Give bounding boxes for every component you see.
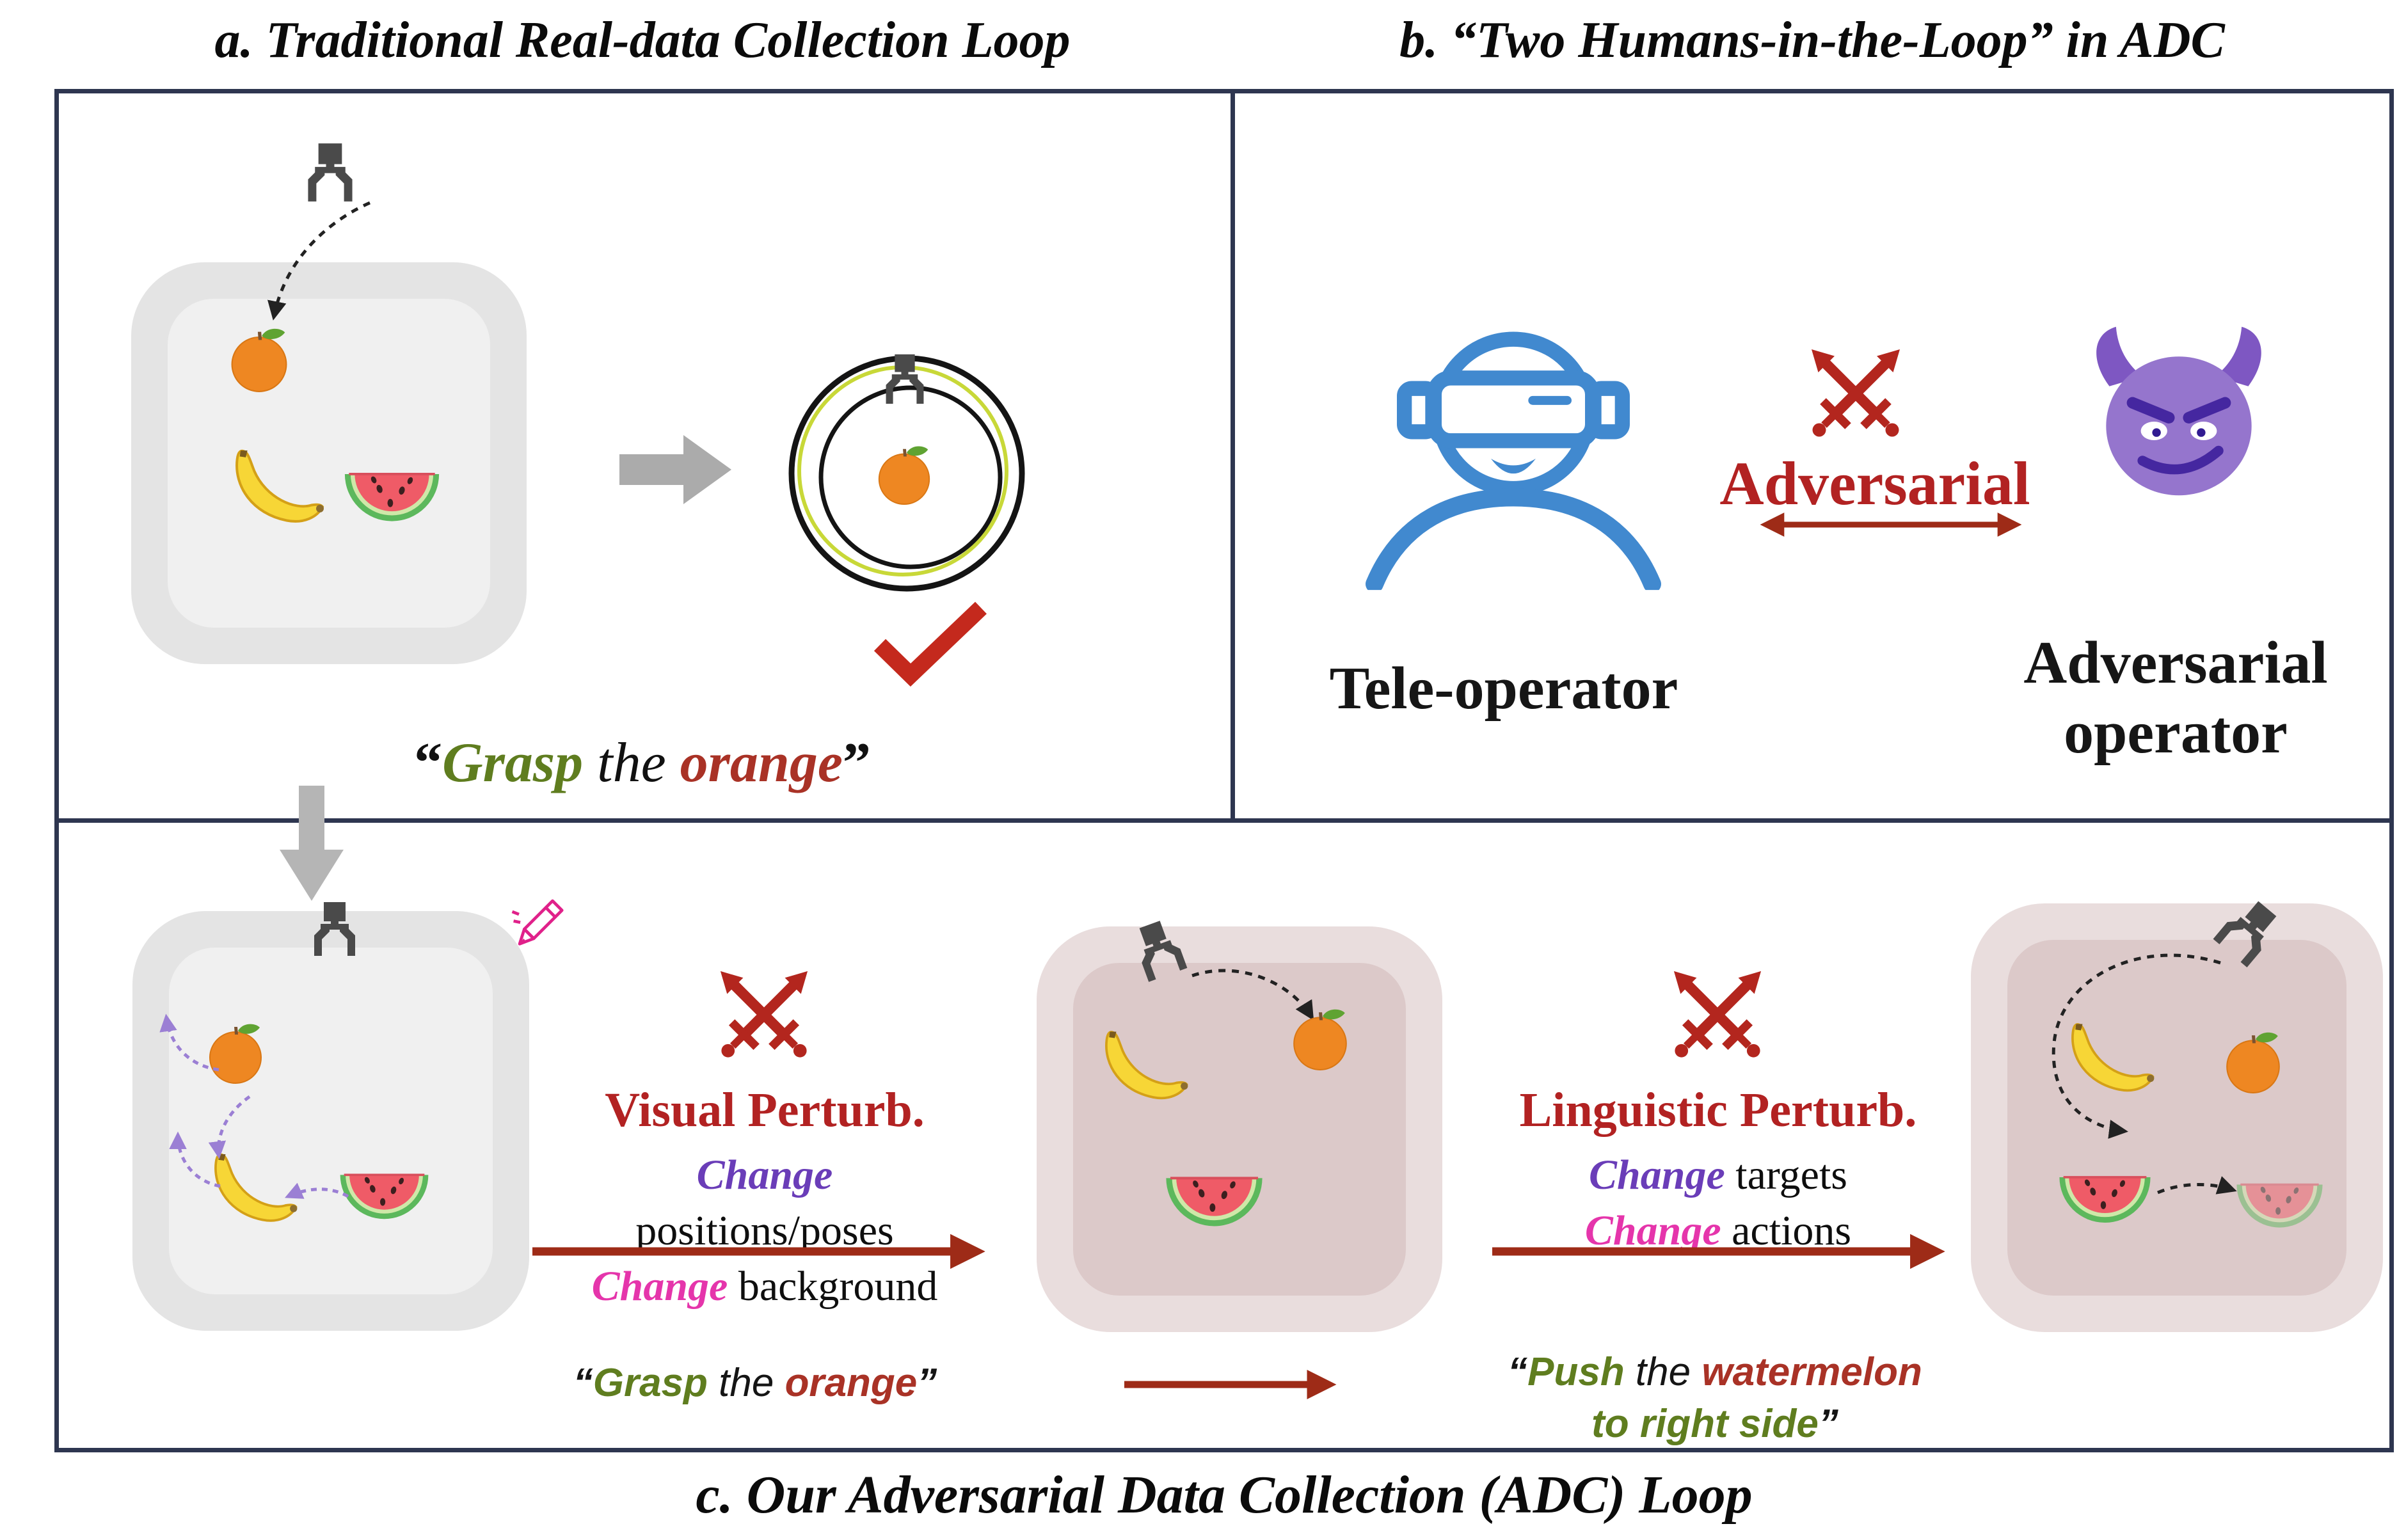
orange-fruit-icon bbox=[1287, 1006, 1353, 1071]
watermelon-slice-icon bbox=[1161, 1161, 1267, 1233]
linguistic-perturb-arrow bbox=[1492, 1234, 1945, 1269]
visual-perturb-title: Visual Perturb. bbox=[605, 1083, 925, 1137]
gripper-approach-arrow bbox=[1191, 969, 1314, 1021]
instruction-verb: Grasp bbox=[593, 1361, 708, 1405]
process-arrow-right bbox=[619, 435, 731, 504]
change-word: Change bbox=[1584, 1207, 1721, 1255]
linguistic-perturb-line2: Change actions bbox=[1517, 1203, 1920, 1258]
open-quote: “ bbox=[573, 1361, 593, 1405]
close-quote: ” bbox=[842, 732, 871, 794]
panel-a-title: a. Traditional Real-data Collection Loop bbox=[214, 12, 1071, 68]
panel-c-title: c. Our Adversarial Data Collection (ADC)… bbox=[696, 1465, 1753, 1525]
watermelon-slice-ghost-icon bbox=[2233, 1170, 2326, 1234]
instruction-object: orange bbox=[785, 1361, 918, 1405]
close-quote: ” bbox=[1818, 1401, 1838, 1446]
panel-a-instruction: “Grasp the orange” bbox=[54, 731, 1231, 795]
banana-icon bbox=[2062, 1016, 2158, 1096]
perturb-motion-arrow bbox=[159, 1013, 219, 1072]
banana-icon bbox=[225, 441, 328, 528]
open-quote: “ bbox=[1508, 1350, 1528, 1394]
gripper-icon bbox=[875, 353, 934, 412]
pencil-edit-icon bbox=[506, 886, 573, 953]
linguistic-perturb-block: Linguistic Perturb. Change targets Chang… bbox=[1517, 1083, 1920, 1258]
linguistic-perturb-title: Linguistic Perturb. bbox=[1519, 1083, 1917, 1137]
change-rest: actions bbox=[1721, 1207, 1852, 1255]
adversarial-label: Adversarial bbox=[1719, 449, 2030, 518]
panel-b-title: b. “Two Humans-in-the-Loop” in ADC bbox=[1399, 12, 2225, 68]
perturb-motion-arrow bbox=[284, 1182, 349, 1199]
adversarial-operator-label: Adversarial operator bbox=[1971, 628, 2380, 768]
visual-perturb-line1: Change positions/poses bbox=[563, 1147, 966, 1258]
tabletop-surface bbox=[169, 948, 493, 1294]
process-arrow-down bbox=[280, 786, 344, 901]
orange-fruit-icon bbox=[225, 325, 293, 393]
tabletop-surface-perturbed bbox=[1073, 963, 1406, 1296]
change-rest: background bbox=[728, 1263, 938, 1310]
instruction-original: “Grasp the orange” bbox=[538, 1358, 973, 1409]
change-rest: targets bbox=[1725, 1152, 1847, 1198]
instruction-verb: Grasp bbox=[442, 732, 584, 794]
visual-perturb-arrow bbox=[532, 1234, 985, 1269]
adversarial-operator-line1: Adversarial bbox=[2023, 630, 2328, 696]
linguistic-perturb-line1: Change targets bbox=[1517, 1147, 1920, 1203]
adversarial-operator-line2: operator bbox=[2064, 699, 2288, 766]
vr-teleoperator-icon bbox=[1357, 299, 1670, 597]
push-direction-arrow bbox=[2157, 1176, 2237, 1195]
instruction-middle: the bbox=[1624, 1350, 1702, 1394]
banana-icon bbox=[1095, 1024, 1191, 1104]
perturb-motion-arrow bbox=[208, 1095, 251, 1159]
change-rest: positions/poses bbox=[635, 1207, 894, 1255]
devil-face-icon bbox=[2080, 320, 2278, 502]
gripper-approach-arrow bbox=[267, 201, 370, 321]
instruction-direction: to right side bbox=[1591, 1401, 1819, 1446]
instruction-perturbed-line1: “Push the watermelon bbox=[1478, 1347, 1952, 1399]
perturb-motion-arrow bbox=[169, 1131, 221, 1188]
crossed-swords-icon bbox=[717, 967, 811, 1062]
change-word: Change bbox=[696, 1152, 833, 1198]
close-quote: ” bbox=[917, 1361, 937, 1405]
crossed-swords-icon bbox=[1670, 967, 1765, 1062]
instruction-object: orange bbox=[680, 732, 843, 794]
watermelon-slice-icon bbox=[342, 457, 442, 528]
adversarial-double-arrow bbox=[1760, 512, 2022, 537]
panel-c-frame bbox=[54, 818, 2394, 1452]
instruction-object: watermelon bbox=[1701, 1350, 1922, 1394]
change-word: Change bbox=[591, 1263, 728, 1310]
instruction-perturbed-line2: to right side” bbox=[1478, 1399, 1952, 1450]
teleoperator-label: Tele-operator bbox=[1329, 655, 1678, 722]
crossed-swords-icon bbox=[1808, 345, 1904, 441]
instruction-perturbed: “Push the watermelon to right side” bbox=[1478, 1347, 1952, 1450]
visual-perturb-block: Visual Perturb. Change positions/poses C… bbox=[563, 1083, 966, 1314]
tabletop-surface bbox=[168, 299, 490, 628]
watermelon-slice-icon bbox=[2055, 1161, 2155, 1229]
change-word: Change bbox=[1589, 1152, 1725, 1198]
gripper-icon bbox=[303, 901, 367, 965]
tabletop-surface-result bbox=[2007, 940, 2346, 1296]
orange-fruit-icon bbox=[873, 443, 936, 505]
orange-fruit-icon bbox=[2220, 1029, 2286, 1094]
instruction-middle: the bbox=[707, 1361, 785, 1405]
instruction-middle: the bbox=[583, 732, 680, 794]
open-quote: “ bbox=[414, 732, 443, 794]
success-checkmark-icon bbox=[873, 601, 987, 687]
instruction-verb: Push bbox=[1527, 1350, 1625, 1394]
instruction-transition-arrow bbox=[1124, 1369, 1337, 1400]
visual-perturb-line2: Change background bbox=[563, 1258, 966, 1314]
